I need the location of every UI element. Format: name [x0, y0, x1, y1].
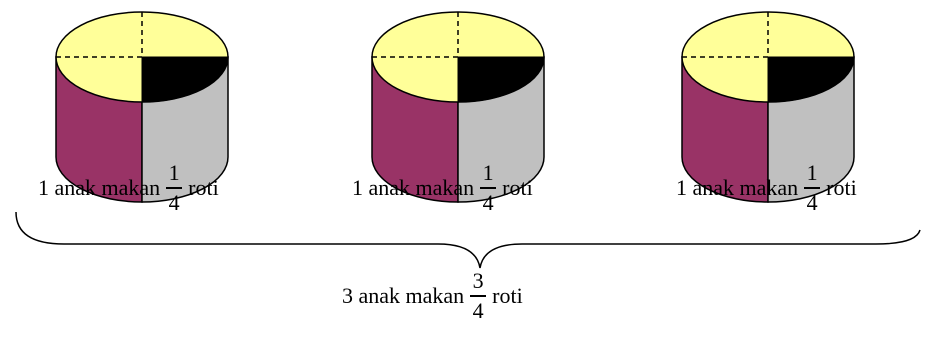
caption-fraction: 1 4 [480, 160, 497, 216]
fraction-bar [804, 187, 821, 189]
fraction-numerator: 3 [472, 268, 484, 293]
total-fraction: 3 4 [470, 268, 487, 324]
cake-3-eaten-quarter [767, 56, 855, 103]
total-suffix: roti [492, 282, 523, 308]
cake-2-eaten-quarter [457, 56, 545, 103]
fraction-numerator: 1 [168, 160, 180, 185]
fraction-numerator: 1 [482, 160, 494, 185]
caption-prefix: 1 anak makan [676, 174, 799, 200]
cake-caption-1: 1 anak makan 1 4 roti [38, 160, 219, 216]
caption-prefix: 1 anak makan [38, 174, 161, 200]
grouping-brace [15, 211, 921, 269]
fraction-denominator: 4 [472, 297, 484, 323]
total-caption: 3 anak makan 3 4 roti [342, 268, 523, 324]
caption-fraction: 1 4 [166, 160, 183, 216]
fraction-denominator: 4 [482, 189, 494, 215]
fraction-bar [166, 187, 183, 189]
fraction-denominator: 4 [806, 189, 818, 215]
caption-suffix: roti [188, 174, 219, 200]
cake-caption-2: 1 anak makan 1 4 roti [352, 160, 533, 216]
caption-fraction: 1 4 [804, 160, 821, 216]
caption-prefix: 1 anak makan [352, 174, 475, 200]
total-prefix: 3 anak makan [342, 282, 465, 308]
cake-1-eaten-quarter [141, 56, 229, 103]
fraction-numerator: 1 [806, 160, 818, 185]
caption-suffix: roti [826, 174, 857, 200]
caption-suffix: roti [502, 174, 533, 200]
cake-caption-3: 1 anak makan 1 4 roti [676, 160, 857, 216]
fraction-denominator: 4 [168, 189, 180, 215]
fraction-bar [470, 295, 487, 297]
fraction-bar [480, 187, 497, 189]
